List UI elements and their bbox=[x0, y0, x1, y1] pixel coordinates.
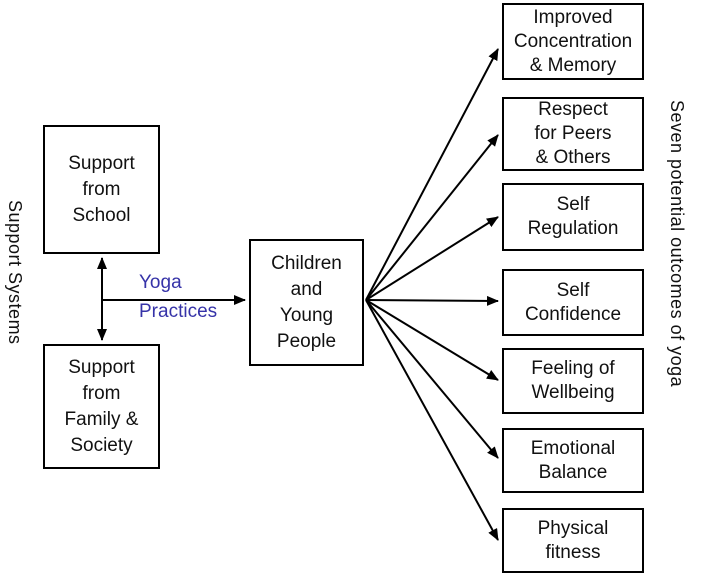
support-from-family-society-box: Support from Family & Society bbox=[43, 344, 160, 469]
children-young-people-box: Children and Young People bbox=[249, 239, 364, 366]
arrow-children-to-physical-fitness bbox=[365, 299, 499, 541]
arrow-children-to-respect-peers bbox=[365, 134, 499, 301]
outcome-self-regulation-box: Self Regulation bbox=[502, 183, 644, 251]
arrow-children-to-self-confidence bbox=[365, 295, 499, 306]
outcome-self-confidence-box: Self Confidence bbox=[502, 269, 644, 336]
seven-outcomes-label: Seven potential outcomes of yoga bbox=[667, 100, 687, 388]
outcome-emotional-balance-box: Emotional Balance bbox=[502, 428, 644, 493]
arrow-children-to-concentration-memory bbox=[365, 48, 499, 301]
outcome-feeling-of-wellbeing-box: Feeling of Wellbeing bbox=[502, 348, 644, 414]
outcome-respect-for-peers-box: Respect for Peers & Others bbox=[502, 97, 644, 171]
support-from-school-box: Support from School bbox=[43, 125, 160, 254]
support-systems-label: Support Systems bbox=[5, 200, 25, 345]
arrow-children-to-wellbeing bbox=[365, 299, 499, 381]
arrow-children-to-emotional-balance bbox=[365, 299, 499, 459]
outcome-physical-fitness-box: Physical fitness bbox=[502, 508, 644, 573]
yoga-practices-label: Yoga Practices bbox=[139, 272, 218, 322]
outcome-improved-concentration-memory-box: Improved Concentration & Memory bbox=[502, 3, 644, 80]
arrow-children-to-self-regulation bbox=[365, 216, 499, 301]
